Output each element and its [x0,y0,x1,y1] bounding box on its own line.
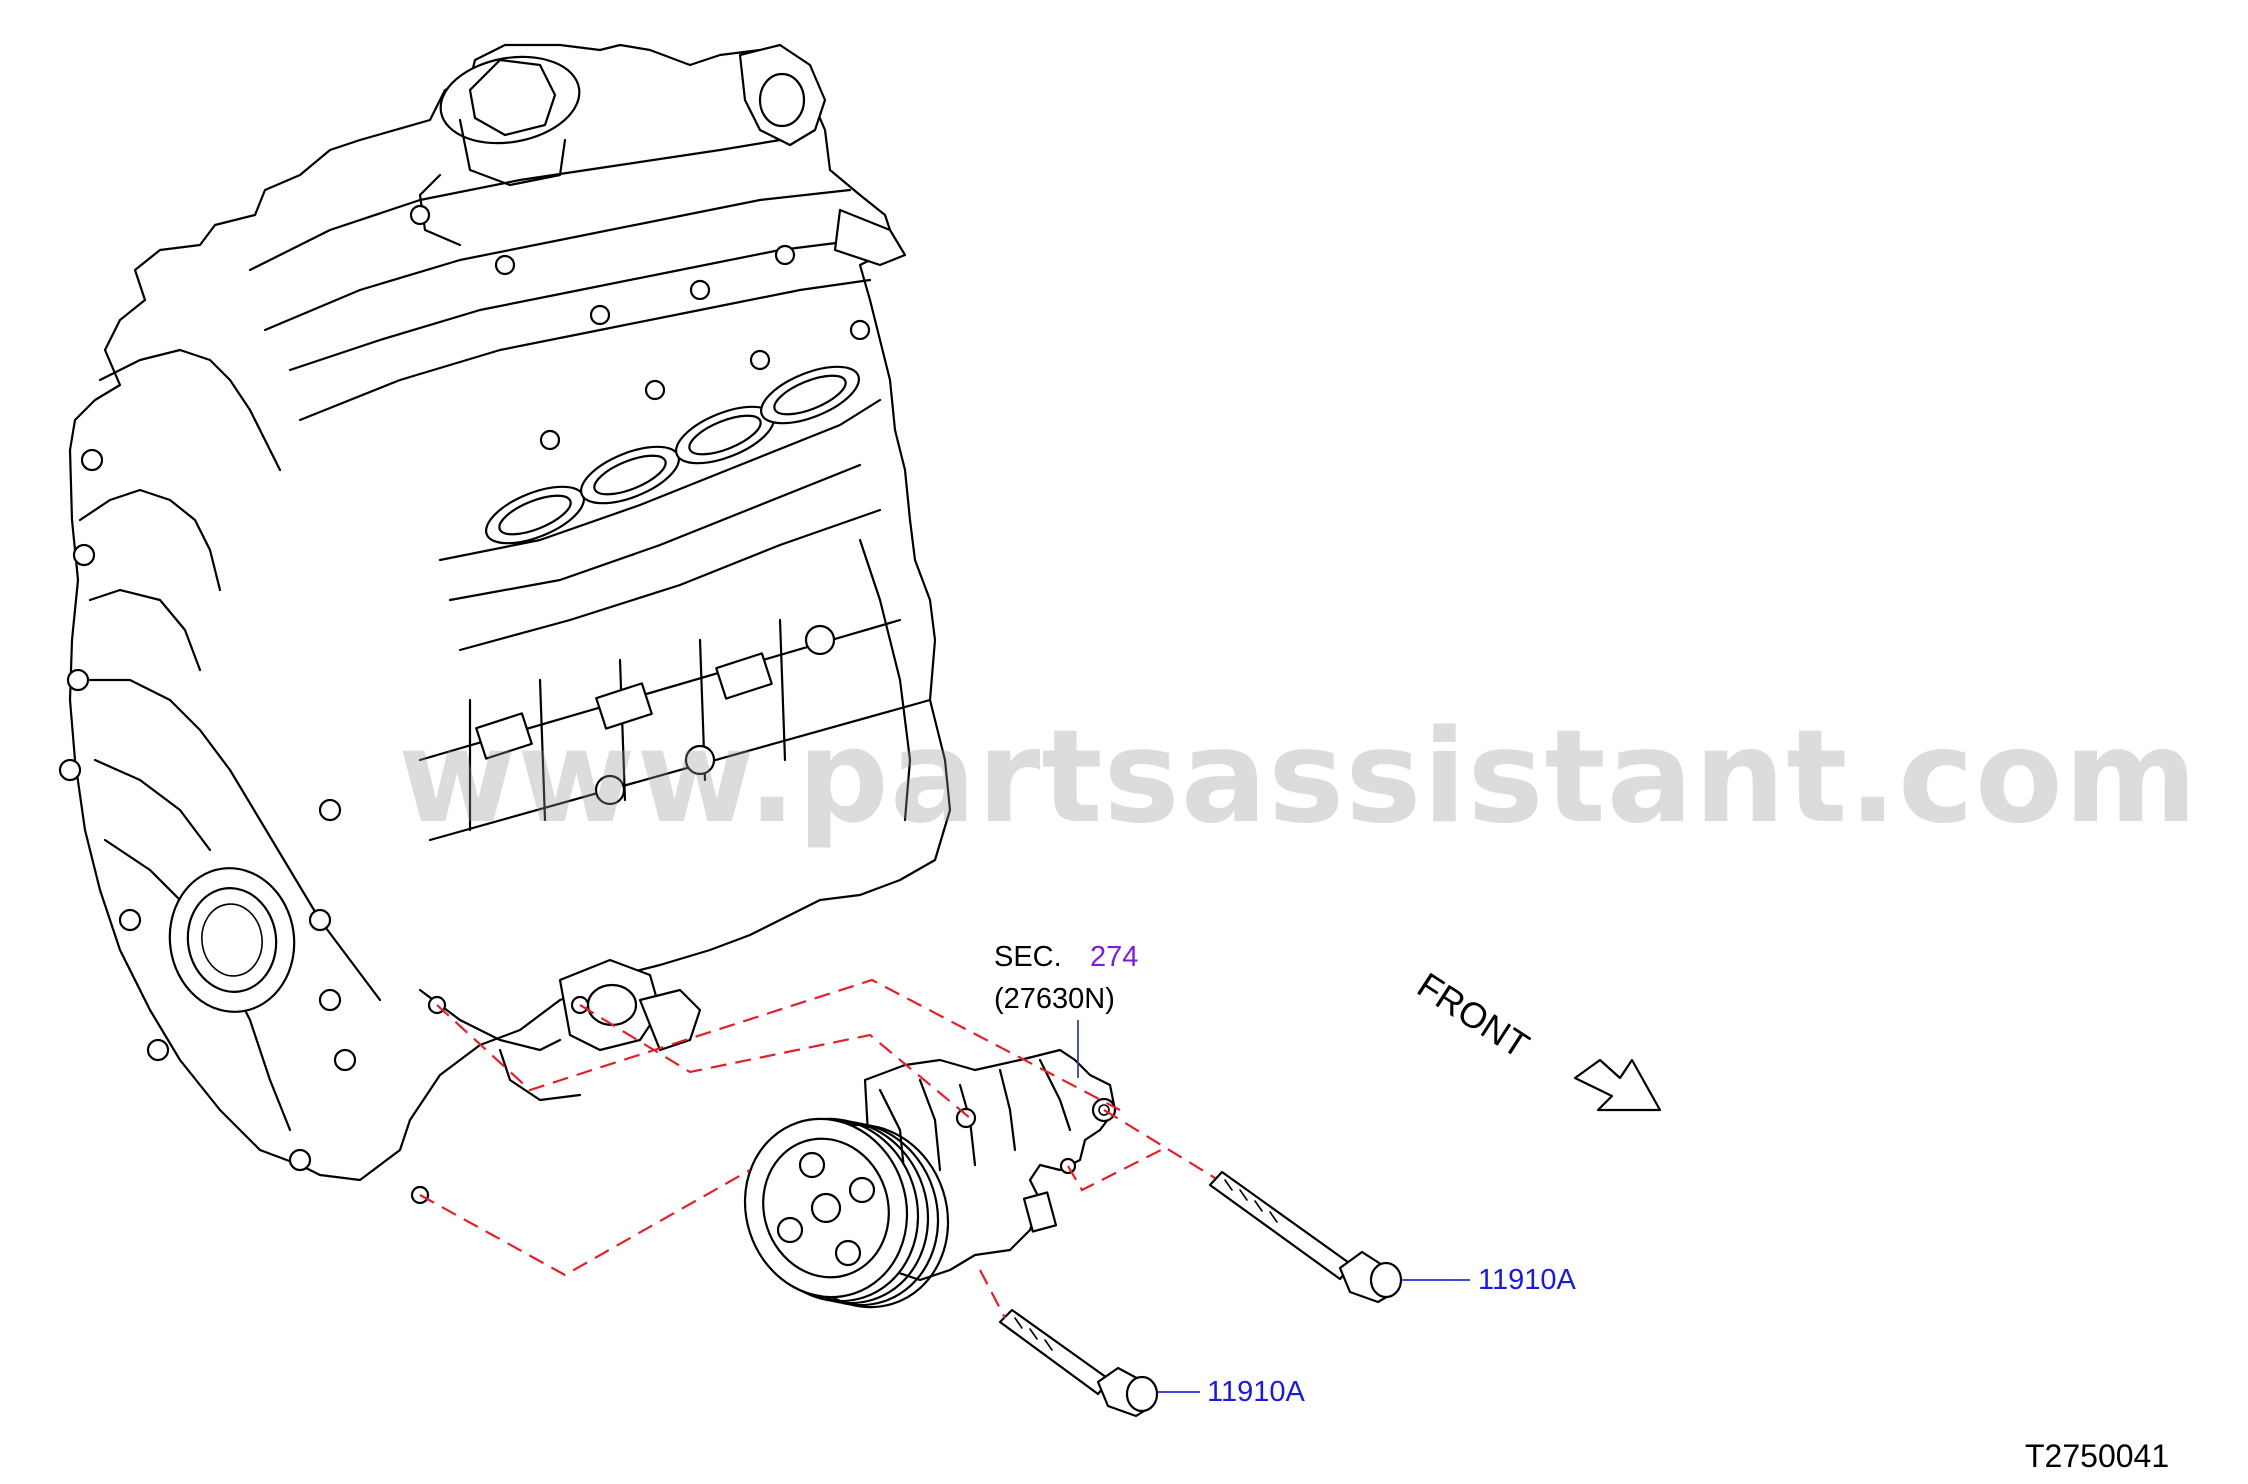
bolt-upper-part-link[interactable]: 11910A [1478,1264,1576,1296]
bolt-lower-part-link[interactable]: 11910A [1207,1376,1305,1408]
alignment-lines [419,978,1216,1319]
diagram-id-label: T2750041 [2025,1438,2170,1474]
sec-number-link[interactable]: 274 [1090,941,1139,973]
sec-part-number-label: (27630N) [994,983,1115,1015]
bolt-upper [1208,1170,1403,1304]
cam-cover-bolts [409,204,871,451]
exhaust-ports [484,365,861,545]
ac-compressor [743,1048,1117,1309]
front-direction-arrow-icon [1573,1058,1662,1112]
cover-bolts [58,448,357,1172]
sec-prefix-label: SEC. [994,941,1062,973]
bolt-lower [998,1308,1159,1418]
engine-assembly [58,43,952,1205]
